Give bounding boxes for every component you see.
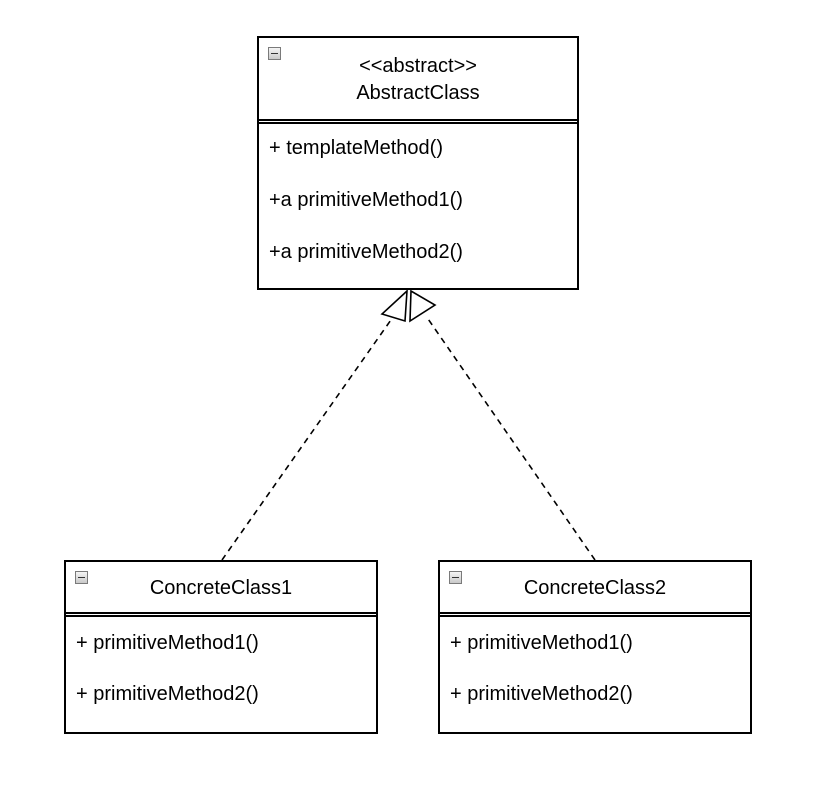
method-item[interactable]: + primitiveMethod1() [76,632,259,654]
methods-compartment: + primitiveMethod1() + primitiveMethod2(… [440,617,750,727]
class-name: ConcreteClass1 [149,577,293,599]
class-stereotype: <<abstract>> [359,55,477,77]
concrete-class-2-box[interactable]: ConcreteClass2 + primitiveMethod1() + pr… [438,560,752,734]
class-name: ConcreteClass2 [523,577,667,599]
method-item[interactable]: +a primitiveMethod2() [269,241,463,263]
class-name: AbstractClass [356,82,480,104]
collapse-minus-icon[interactable] [449,571,462,584]
class-header: <<abstract>> AbstractClass [259,38,577,119]
realization-line-concreteclass1 [221,316,394,561]
realization-arrowhead-concreteclass2 [409,289,437,323]
collapse-minus-icon[interactable] [75,571,88,584]
method-item[interactable]: + templateMethod() [269,137,443,159]
collapse-minus-icon[interactable] [268,47,281,60]
abstract-class-box[interactable]: <<abstract>> AbstractClass + templateMet… [257,36,579,290]
attributes-compartment-divider [66,612,376,617]
methods-compartment: + primitiveMethod1() + primitiveMethod2(… [66,617,376,727]
method-item[interactable]: + primitiveMethod2() [450,683,633,705]
method-item[interactable]: + primitiveMethod2() [76,683,259,705]
attributes-compartment-divider [440,612,750,617]
concrete-class-1-box[interactable]: ConcreteClass1 + primitiveMethod1() + pr… [64,560,378,734]
realization-line-concreteclass2 [425,315,596,561]
methods-compartment: + templateMethod() +a primitiveMethod1()… [259,124,577,284]
attributes-compartment-divider [259,119,577,124]
realization-arrowhead-concreteclass1 [380,289,408,323]
method-item[interactable]: +a primitiveMethod1() [269,189,463,211]
method-item[interactable]: + primitiveMethod1() [450,632,633,654]
